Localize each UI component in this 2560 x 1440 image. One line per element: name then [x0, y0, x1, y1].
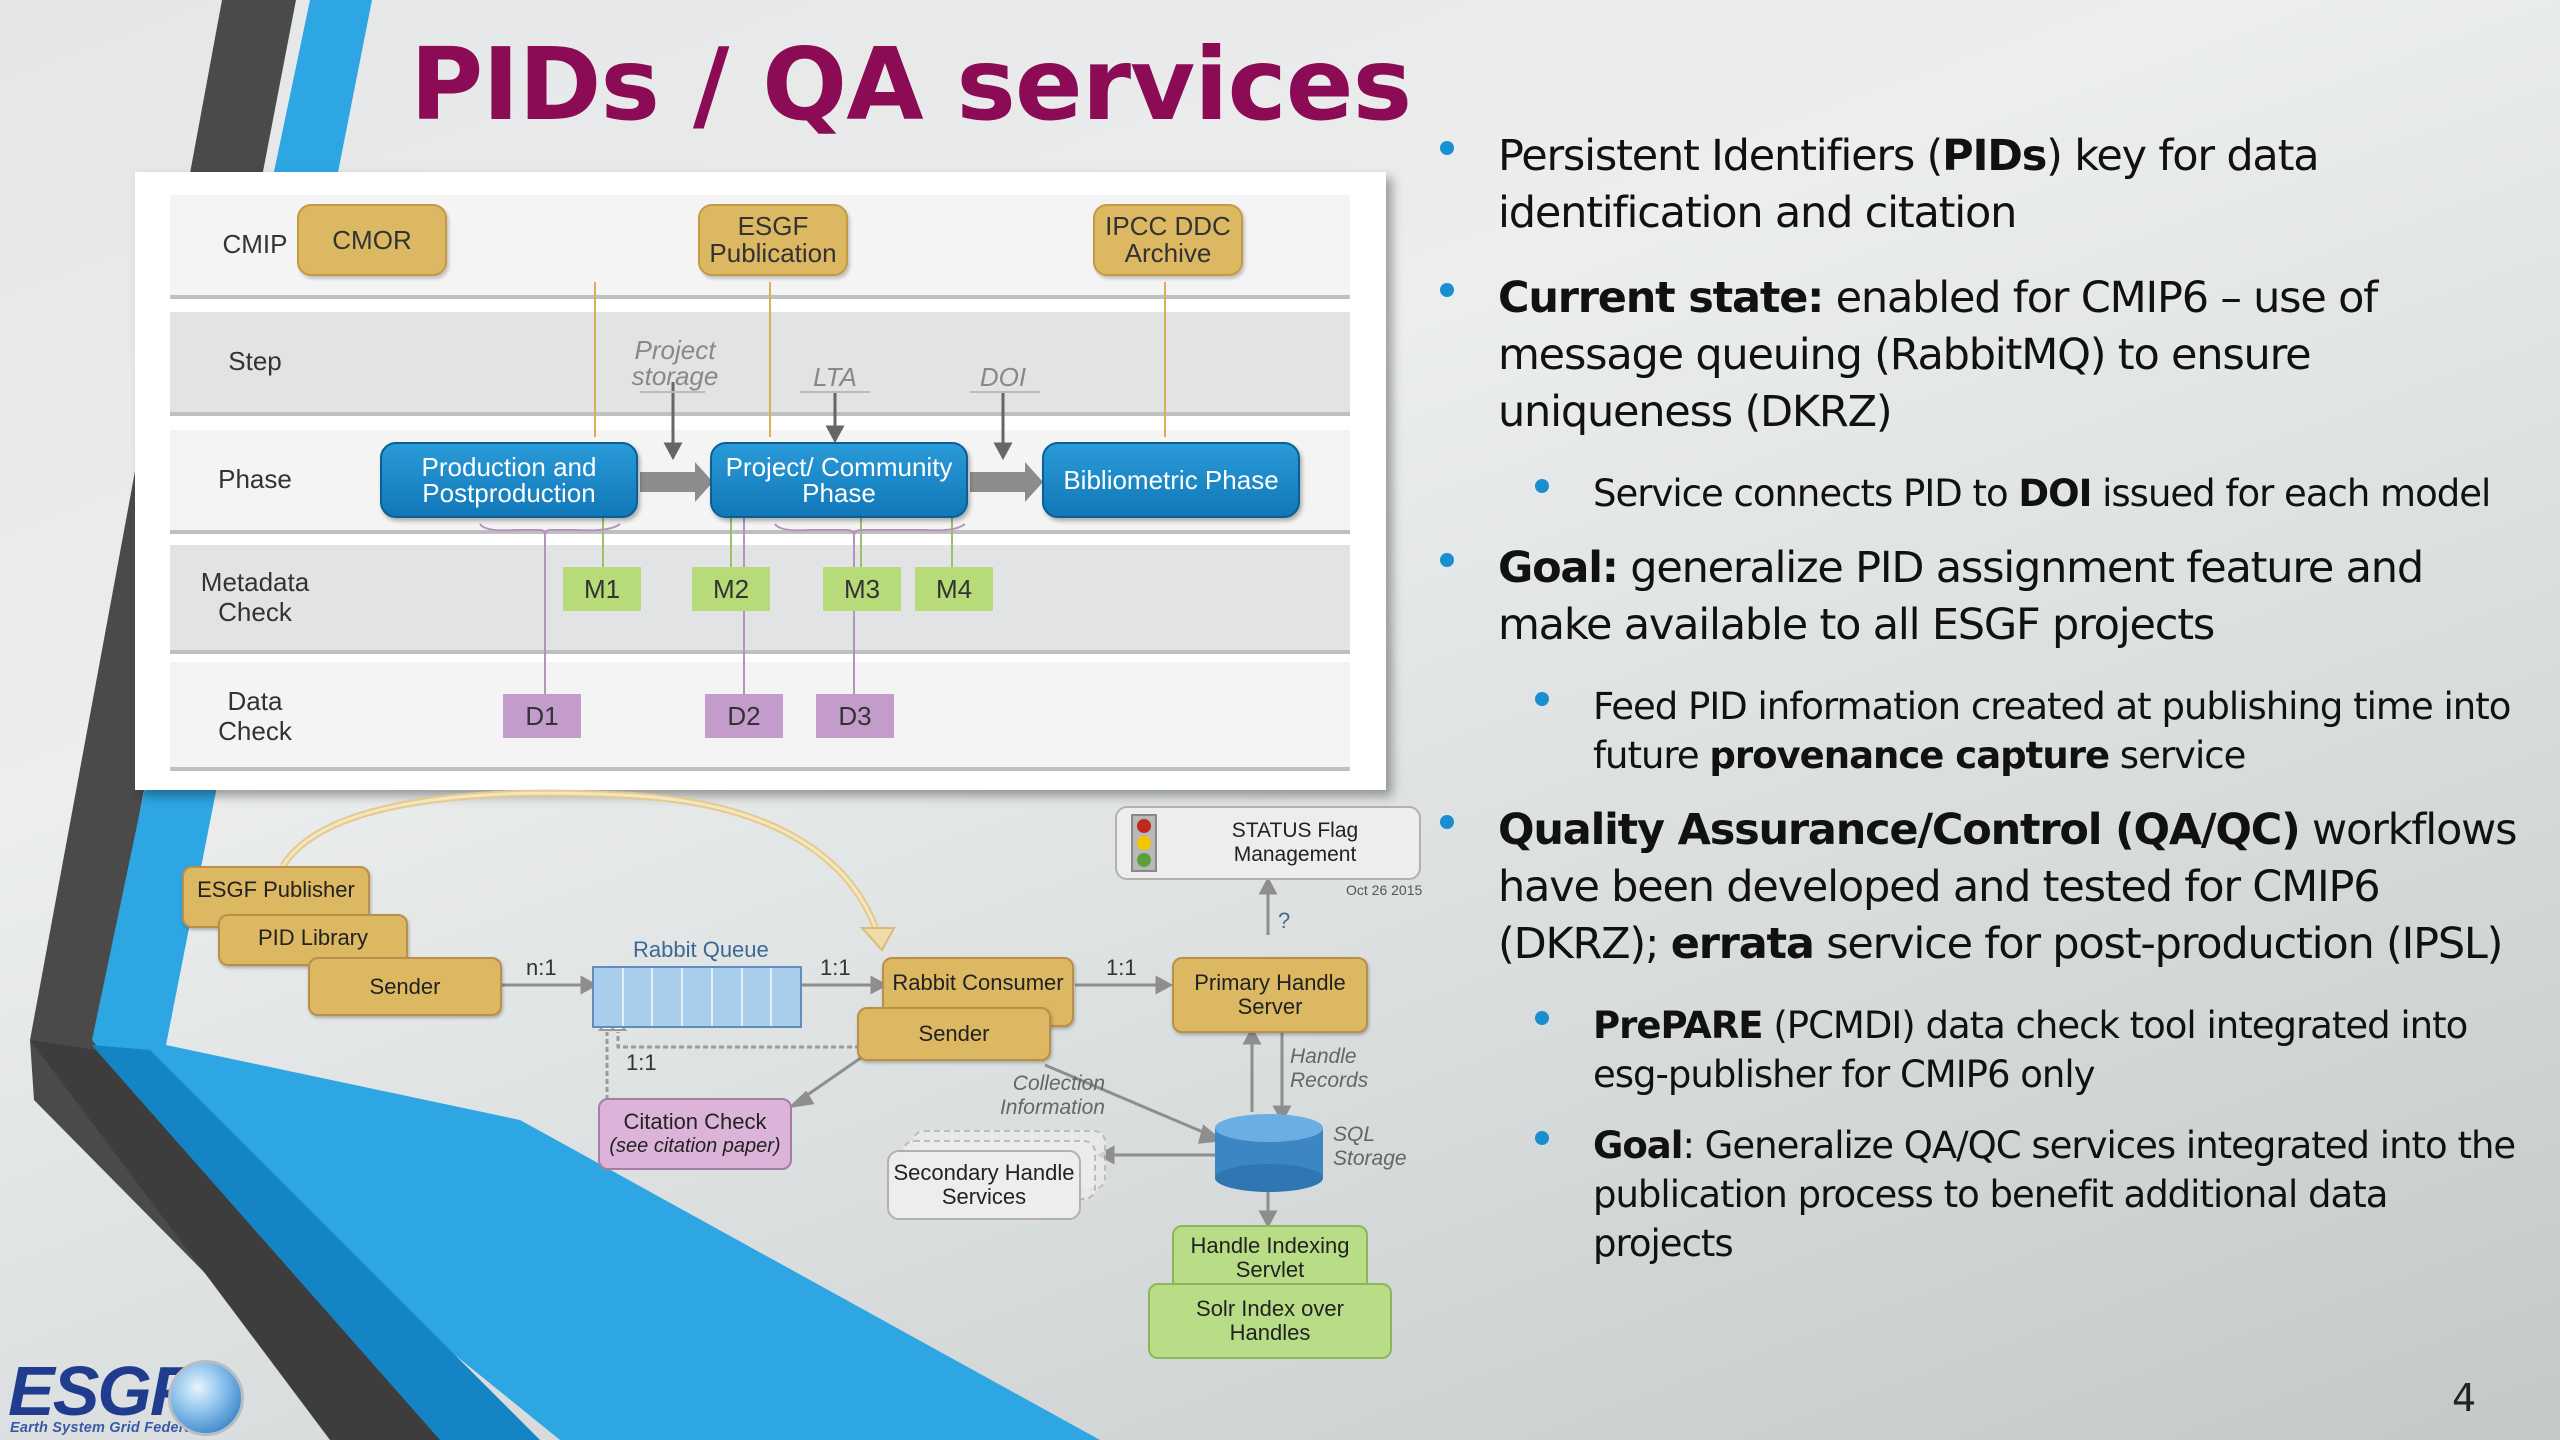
- bullet-text: generalize PID assignment feature and ma…: [1498, 543, 2424, 650]
- status-flag-label: STATUS Flag Management: [1231, 819, 1359, 866]
- blue-stripe-lower: [92, 1045, 540, 1440]
- phase-project-community: Project/ Community Phase: [710, 442, 968, 518]
- primary-handle-server-box: Primary Handle Server: [1172, 957, 1368, 1033]
- lane-label: Phase: [218, 464, 292, 494]
- lane-label: CMIP: [222, 229, 288, 259]
- slide-title: PIDs / QA services: [410, 26, 1412, 143]
- data-check-d2: D2: [705, 694, 783, 738]
- data-check-d1: D1: [503, 694, 581, 738]
- bullet-item: Current state: enabled for CMIP6 – use o…: [1440, 270, 2520, 441]
- handle-indexing-servlet-box: Handle Indexing Servlet: [1172, 1225, 1368, 1291]
- cmip-box-ipcc-ddc-archive: IPCC DDC Archive: [1093, 204, 1243, 276]
- status-flag-box: STATUS Flag Management: [1115, 806, 1421, 880]
- traffic-light-icon: [1131, 814, 1157, 872]
- bullet-bold-text: DOI: [2018, 472, 2092, 515]
- metadata-check-m4: M4: [915, 567, 993, 611]
- cmip-box-cmor: CMOR: [297, 204, 447, 276]
- lane-data-check: Data Check: [170, 662, 1350, 771]
- sub-bullet-item: Feed PID information created at publishi…: [1440, 682, 2520, 780]
- ratio-queue-out: 1:1: [820, 955, 851, 980]
- sub-bullet-item: Service connects PID to DOI issued for e…: [1440, 469, 2520, 518]
- esgf-logo: ESGF Earth System Grid Federation: [8, 1352, 244, 1436]
- bullet-bold-text: Goal: [1593, 1124, 1683, 1167]
- ratio-feedback: 1:1: [626, 1050, 657, 1075]
- phase-bibliometric: Bibliometric Phase: [1042, 442, 1300, 518]
- phase-label: Bibliometric Phase: [1063, 465, 1279, 495]
- ratio-consumer-out: 1:1: [1106, 955, 1137, 980]
- sub-bullet-item: Goal: Generalize QA/QC services integrat…: [1440, 1121, 2520, 1268]
- bullet-bold-text: Current state:: [1498, 273, 1824, 323]
- bullet-list: Persistent Identifiers (PIDs) key for da…: [1440, 128, 2520, 1290]
- bullet-text: : Generalize QA/QC services integrated i…: [1593, 1124, 2516, 1265]
- rabbit-queue-label: Rabbit Queue: [633, 937, 769, 962]
- bullet-item: Quality Assurance/Control (QA/QC) workfl…: [1440, 802, 2520, 973]
- page-number: 4: [2452, 1376, 2477, 1420]
- bullet-item: Goal: generalize PID assignment feature …: [1440, 540, 2520, 654]
- step-project-storage: Project storage: [631, 335, 719, 391]
- bullet-text: Feed PID information created at publishi…: [1593, 685, 2511, 777]
- dark-stripe-lower: [30, 1040, 440, 1440]
- bullet-bold-text: PIDs: [1942, 131, 2047, 181]
- citation-check-note: (see citation paper): [609, 1135, 781, 1157]
- handle-records-label: Handle Records: [1290, 1045, 1369, 1092]
- lane-label: Step: [228, 346, 282, 376]
- collection-information-label: Collection Information: [999, 1072, 1105, 1119]
- question-mark: ?: [1278, 908, 1291, 933]
- citation-check-title: Citation Check: [623, 1109, 767, 1134]
- bullet-bold-text: Goal:: [1498, 543, 1619, 593]
- phase-production: Production and Postproduction: [380, 442, 638, 518]
- bullet-text: service for post-production (IPSL): [1813, 919, 2503, 969]
- globe-icon: [168, 1360, 244, 1436]
- logo-text: ESGF: [8, 1352, 193, 1430]
- cmip-box-esgf-publication: ESGF Publication: [698, 204, 848, 276]
- box-label: ESGF Publication: [709, 211, 837, 268]
- bullet-text: ) key for data identification and citati…: [1498, 131, 2320, 238]
- bullet-text: Persistent Identifiers (: [1498, 131, 1943, 181]
- bullet-text: (PCMDI) data check tool integrated into …: [1593, 1004, 2468, 1096]
- metadata-check-m2: M2: [692, 567, 770, 611]
- bullet-text: Service connects PID to: [1593, 472, 2019, 515]
- citation-check-box: Citation Check (see citation paper): [598, 1098, 792, 1170]
- data-check-d3: D3: [816, 694, 894, 738]
- bullet-bold-text: errata: [1670, 919, 1815, 969]
- metadata-check-m1: M1: [563, 567, 641, 611]
- rabbit-queue: [592, 966, 802, 1028]
- bullet-bold-text: PrePARE: [1593, 1004, 1764, 1047]
- lane-step: Step: [170, 312, 1350, 416]
- sql-storage-label: SQL Storage: [1333, 1123, 1407, 1170]
- step-doi: DOI: [979, 362, 1027, 392]
- metadata-check-m3: M3: [823, 567, 901, 611]
- publisher-sender-box: Sender: [308, 957, 502, 1016]
- workflow-diagram: CMIP Step Phase Metadata Check Data Chec…: [135, 172, 1386, 790]
- phase-label: Production and Postproduction: [421, 452, 597, 508]
- phase-label: Project/ Community Phase: [725, 452, 953, 508]
- bullet-text: workflows have been developed and tested…: [1498, 805, 2517, 969]
- consumer-sender-box: Sender: [857, 1007, 1051, 1061]
- bullet-text: issued for each model: [2091, 472, 2491, 515]
- box-label: IPCC DDC Archive: [1105, 211, 1231, 268]
- lane-label: Data Check: [218, 686, 292, 746]
- sub-bullet-item: PrePARE (PCMDI) data check tool integrat…: [1440, 1001, 2520, 1099]
- diagram-date: Oct 26 2015: [1346, 882, 1423, 898]
- bullet-bold-text: provenance capture: [1709, 734, 2110, 777]
- step-lta: LTA: [813, 362, 857, 392]
- bullet-item: Persistent Identifiers (PIDs) key for da…: [1440, 128, 2520, 242]
- bullet-text: enabled for CMIP6 – use of message queui…: [1498, 273, 2378, 437]
- logo-subtitle: Earth System Grid Federation: [10, 1420, 221, 1436]
- bullet-text: service: [2109, 734, 2247, 777]
- ratio-n-to-1: n:1: [526, 955, 557, 980]
- lane-label: Metadata Check: [200, 567, 310, 627]
- box-label: CMOR: [332, 224, 412, 255]
- solr-index-box: Solr Index over Handles: [1148, 1283, 1392, 1359]
- dark-stripe: [30, 0, 478, 1440]
- bullet-bold-text: Quality Assurance/Control (QA/QC): [1498, 805, 2301, 855]
- secondary-handle-services-box: Secondary Handle Services: [887, 1150, 1081, 1220]
